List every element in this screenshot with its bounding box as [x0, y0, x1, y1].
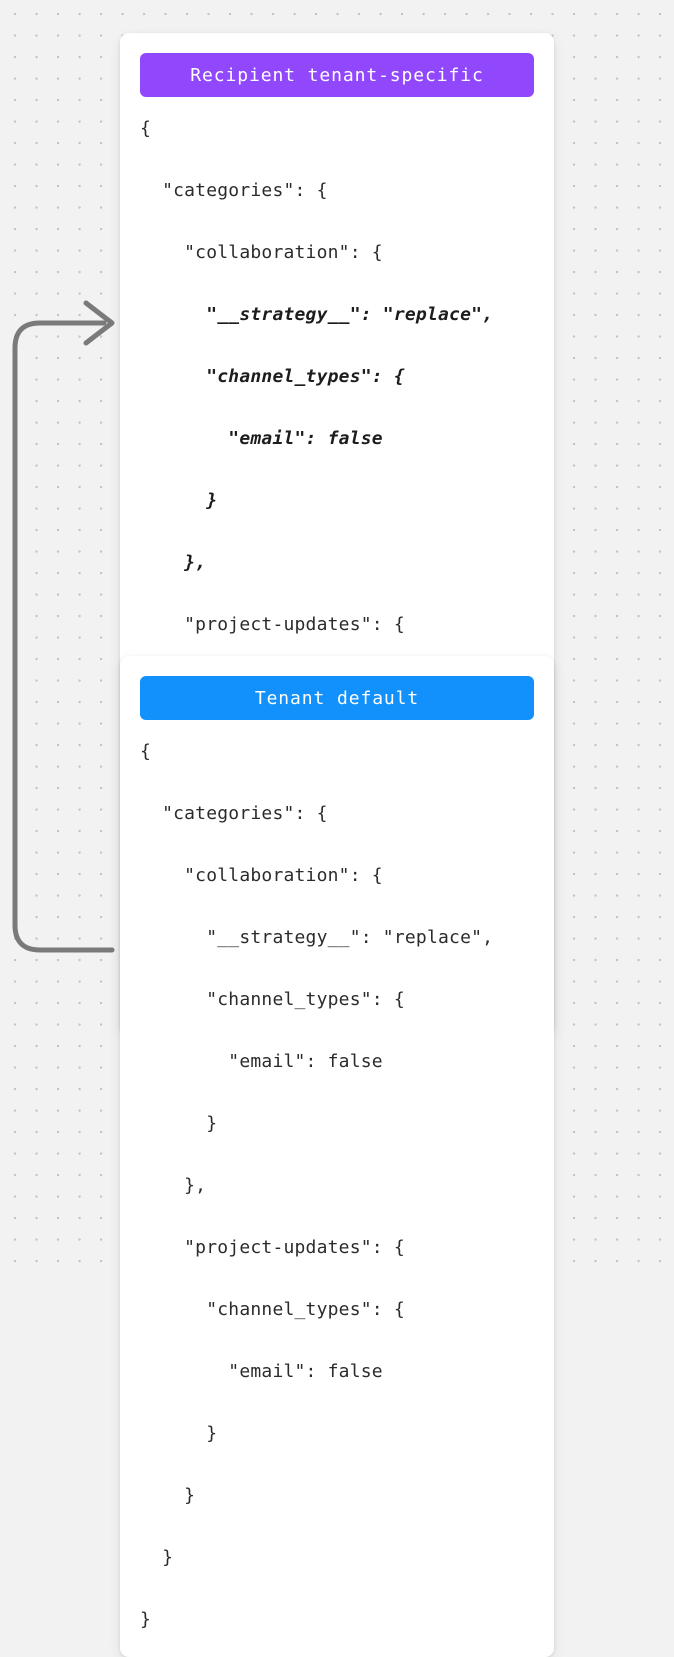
code-line: }: [140, 1609, 152, 1630]
code-line: },: [140, 1175, 207, 1196]
code-line: "collaboration": {: [140, 865, 383, 886]
code-line: "channel_types": {: [140, 366, 405, 387]
code-line: "email": false: [140, 1051, 383, 1072]
code-line: "project-updates": {: [140, 614, 405, 635]
code-line: "channel_types": {: [140, 989, 405, 1010]
code-line: "categories": {: [140, 180, 328, 201]
code-line: "email": false: [140, 428, 383, 449]
card-header-tenant-default: Tenant default: [140, 676, 534, 720]
code-line: "__strategy__": "replace",: [140, 304, 494, 325]
card-header-recipient-tenant-specific: Recipient tenant-specific: [140, 53, 534, 97]
code-line: "project-updates": {: [140, 1237, 405, 1258]
code-line: },: [140, 552, 207, 573]
code-line: {: [140, 118, 152, 139]
card-header-label: Tenant default: [254, 687, 420, 709]
code-line: "categories": {: [140, 803, 328, 824]
code-line: "collaboration": {: [140, 242, 383, 263]
arrow-head-icon: [83, 300, 115, 346]
code-line: }: [140, 1423, 218, 1444]
code-line: "__strategy__": "replace",: [140, 927, 494, 948]
code-line: "email": false: [140, 1361, 383, 1382]
code-line: }: [140, 1547, 174, 1568]
code-line: }: [140, 490, 218, 511]
card-tenant-default: Tenant default { "categories": { "collab…: [120, 656, 554, 1657]
code-line: }: [140, 1113, 218, 1134]
card-header-label: Recipient tenant-specific: [190, 64, 484, 86]
code-line: {: [140, 741, 152, 762]
code-line: "channel_types": {: [140, 1299, 405, 1320]
code-block-tenant-default: { "categories": { "collaboration": { "__…: [140, 720, 534, 1635]
code-line: }: [140, 1485, 196, 1506]
arrow-path: [12, 320, 115, 953]
